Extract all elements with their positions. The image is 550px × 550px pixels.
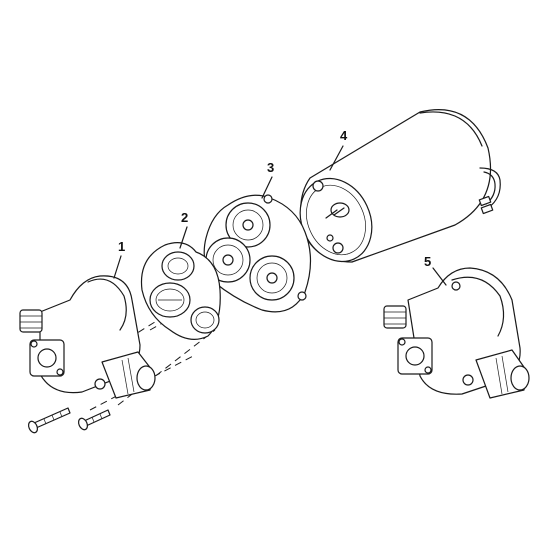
part-2-diaphragm [140,242,221,340]
part-3-valve-plate [203,194,312,313]
leader-2 [179,226,188,249]
leader-5 [432,267,447,286]
leader-4 [329,145,344,171]
callout-3: 3 [267,160,274,175]
part-5-pump-head-assembly [383,267,530,399]
callout-5: 5 [424,254,431,269]
part-4-motor [299,109,501,263]
callout-1: 1 [118,239,125,254]
screw-left [27,407,71,434]
leader-3 [261,176,273,199]
part-1-pump-head [19,275,156,399]
callout-2: 2 [181,210,188,225]
callout-leaders [113,145,447,286]
mounting-screws [27,407,111,434]
callout-4: 4 [340,128,348,143]
screw-right [77,409,111,431]
leader-1 [113,255,122,279]
